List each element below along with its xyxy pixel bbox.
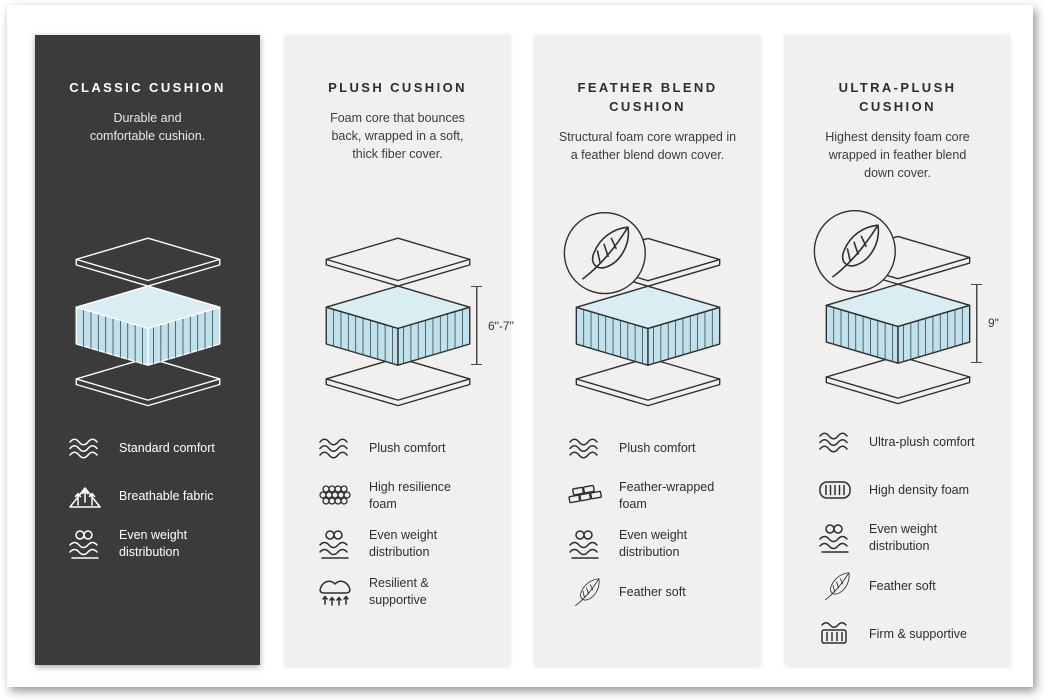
feature-item: High resilience foam <box>315 479 510 513</box>
feature-item: Even weight distribution <box>565 527 760 561</box>
card-ultra-plush-cushion: ULTRA-PLUSH CUSHION Highest density foam… <box>785 35 1010 665</box>
wave-icon <box>819 432 848 453</box>
feature-list: Plush comfort Feather-wrapped foam Even … <box>565 431 760 623</box>
infographic-sheet: CLASSIC CUSHION Durable and comfortable … <box>7 5 1033 687</box>
card-title: PLUSH CUSHION <box>328 80 467 95</box>
feature-item: Feather soft <box>565 575 760 609</box>
card-description: Foam core that bounces back, wrapped in … <box>330 110 465 162</box>
feature-label: High resilience foam <box>369 480 451 511</box>
firm-icon <box>821 622 847 644</box>
feature-item: Resilient & supportive <box>315 575 510 609</box>
feather-icon <box>565 575 605 609</box>
weight-distribution-icon <box>819 524 849 553</box>
card-title: FEATHER BLEND CUSHION <box>577 80 718 114</box>
card-header: CLASSIC CUSHION Durable and comfortable … <box>35 35 260 205</box>
layered-cushion-icon <box>563 211 720 407</box>
feature-label: Breathable fabric <box>119 488 214 503</box>
feature-item: Ultra-plush comfort <box>815 425 1010 459</box>
feature-label: Resilient & supportive <box>369 576 429 607</box>
measurement-line-icon <box>971 283 982 363</box>
feature-list: Plush comfort High resilience foam Even … <box>315 431 510 623</box>
feature-label: Firm & supportive <box>869 626 967 641</box>
feature-label: Feather soft <box>619 584 686 599</box>
resilient-icon <box>319 580 351 606</box>
feature-label: Plush comfort <box>369 440 446 455</box>
card-classic-cushion: CLASSIC CUSHION Durable and comfortable … <box>35 35 260 665</box>
feature-label: Even weight distribution <box>369 528 438 559</box>
measurement-line-icon <box>471 286 482 365</box>
feature-list: Standard comfort Breathable fabric Even … <box>65 431 260 575</box>
feature-label: Feather soft <box>869 578 936 593</box>
feather-badge-icon <box>563 211 646 295</box>
cushion-illustration <box>35 205 260 417</box>
height-measurement: 9" <box>971 283 999 363</box>
cushion-illustration: 9" <box>785 203 1010 411</box>
feature-item: Breathable fabric <box>65 479 260 513</box>
breathable-icon <box>69 487 101 508</box>
weight-distribution-icon <box>319 530 349 559</box>
feature-label: Ultra-plush comfort <box>869 434 975 449</box>
feature-list: Ultra-plush comfort High density foam Ev… <box>815 425 1010 665</box>
wave-icon <box>569 438 598 459</box>
wave-icon <box>69 438 98 459</box>
weight-distribution-icon <box>69 530 99 559</box>
feature-label: Plush comfort <box>619 440 696 455</box>
cushion-illustration: 6"-7" <box>285 205 514 417</box>
brick-foam-icon <box>566 483 603 504</box>
feature-item: Standard comfort <box>65 431 260 465</box>
feature-label: Even weight distribution <box>869 522 938 553</box>
feature-label: High density foam <box>869 482 970 497</box>
layered-cushion-icon <box>325 237 470 407</box>
card-header: FEATHER BLEND CUSHION Structural foam co… <box>535 35 760 205</box>
measurement-label: 9" <box>988 316 999 331</box>
feature-item: Even weight distribution <box>315 527 510 561</box>
card-title: CLASSIC CUSHION <box>69 80 226 95</box>
weight-distribution-icon <box>569 530 599 559</box>
feature-label: Even weight distribution <box>619 528 688 559</box>
card-header: PLUSH CUSHION Foam core that bounces bac… <box>285 35 510 205</box>
height-measurement: 6"-7" <box>471 286 514 365</box>
card-description: Structural foam core wrapped in a feathe… <box>558 129 737 162</box>
feature-item: Plush comfort <box>565 431 760 465</box>
feature-label: Standard comfort <box>119 440 215 455</box>
feature-item: Feather soft <box>815 569 1010 603</box>
feature-item: Even weight distribution <box>65 527 260 561</box>
card-header: ULTRA-PLUSH CUSHION Highest density foam… <box>785 35 1010 203</box>
feather-icon <box>815 569 855 603</box>
feature-label: Even weight distribution <box>119 528 188 559</box>
layered-cushion-icon <box>75 237 220 407</box>
feature-item: Even weight distribution <box>815 521 1010 555</box>
feature-item: Feather-wrapped foam <box>565 479 760 513</box>
card-description: Durable and comfortable cushion. <box>89 110 206 143</box>
feature-item: High density foam <box>815 473 1010 507</box>
cushion-illustration <box>535 205 760 417</box>
wave-icon <box>319 438 348 459</box>
feature-item: Plush comfort <box>315 431 510 465</box>
feature-item: Firm & supportive <box>815 617 1010 651</box>
foam-cells-icon <box>319 485 351 505</box>
feature-label: Feather-wrapped foam <box>619 480 715 511</box>
card-plush-cushion: PLUSH CUSHION Foam core that bounces bac… <box>285 35 514 665</box>
measurement-label: 6"-7" <box>488 318 514 333</box>
layered-cushion-icon <box>813 209 970 405</box>
card-feather-blend-cushion: FEATHER BLEND CUSHION Structural foam co… <box>535 35 760 665</box>
card-description: Highest density foam core wrapped in fea… <box>825 129 970 180</box>
feather-badge-icon <box>813 209 896 292</box>
density-foam-icon <box>819 481 851 499</box>
card-title: ULTRA-PLUSH CUSHION <box>838 80 957 114</box>
